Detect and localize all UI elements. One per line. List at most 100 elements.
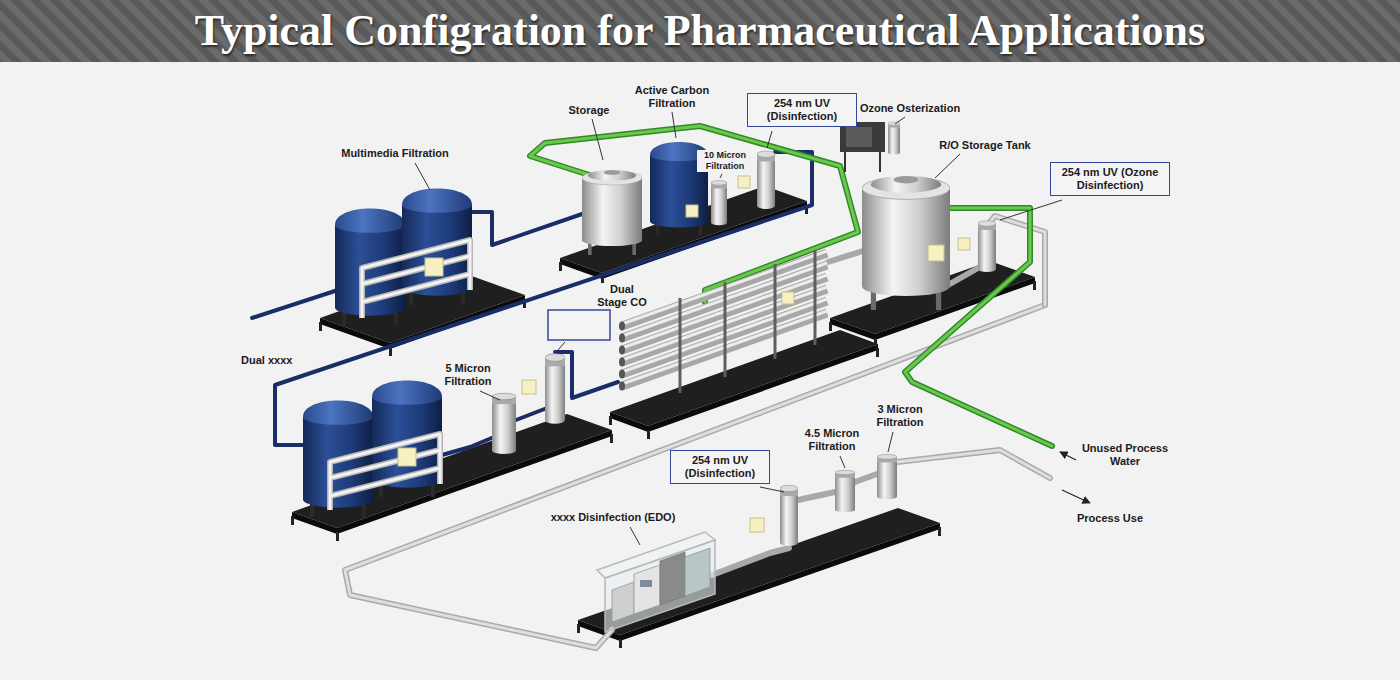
- ro-membrane-rack: [679, 298, 682, 393]
- part-label: 3 Micron Filtration: [868, 403, 932, 429]
- label-holder: Process Use: [1076, 512, 1144, 525]
- callout-box: 254 nm UV (Disinfection): [670, 450, 770, 484]
- ozone-generator: [840, 122, 900, 172]
- process-pipe: [345, 305, 1045, 648]
- callout-text: 254 nm UV (Ozone Disinfection): [1056, 166, 1164, 192]
- leader-line: [888, 432, 893, 452]
- equipment-skid: [876, 348, 879, 357]
- leader-line: [720, 174, 722, 178]
- part-label: 5 Micron Filtration: [436, 362, 500, 388]
- filter-cartridge: [835, 470, 855, 512]
- part-label: Dual Stage CO: [595, 283, 649, 309]
- label-holder: 3 Micron Filtration: [868, 403, 932, 429]
- filter-cartridge: [492, 151, 996, 546]
- ozone-generator: [888, 122, 900, 155]
- edo-cabinet: [597, 532, 715, 632]
- label-holder: xxxx Disinfection (EDO): [550, 511, 677, 524]
- filter-cartridge: [711, 180, 727, 225]
- equipment-skid: [291, 516, 294, 525]
- equipment-skid: [829, 322, 832, 331]
- leader-line: [558, 342, 565, 350]
- title-banner: [0, 0, 1400, 62]
- hand-rail: [330, 434, 440, 510]
- ro-membrane-rack: [619, 250, 827, 393]
- equipment-skid: [578, 508, 940, 635]
- label-holder: Multimedia Filtration: [340, 147, 450, 160]
- equipment-skid: [1033, 281, 1036, 290]
- process-pipe: [828, 250, 866, 262]
- equipment-skid: [609, 416, 612, 425]
- leader-line: [935, 154, 960, 178]
- control-panel: [782, 292, 794, 304]
- flow-arrow: [1060, 452, 1076, 460]
- label-holder: 10 Micron Filtration: [697, 150, 753, 172]
- leader-line: [592, 119, 603, 160]
- label-holder: Dual xxxx: [240, 354, 293, 367]
- part-label: 10 Micron Filtration: [697, 150, 753, 172]
- title-banner: [0, 0, 1400, 62]
- control-panel: [522, 380, 536, 394]
- equipment-skid: [319, 322, 322, 331]
- control-panel: [738, 176, 750, 188]
- part-label: xxxx Disinfection (EDO): [550, 511, 677, 524]
- edo-cabinet: [685, 548, 710, 596]
- equipment-skid: [874, 338, 877, 347]
- control-panel: [398, 176, 970, 532]
- callout-box: [548, 310, 610, 340]
- equipment-skid: [577, 624, 580, 633]
- leader-line: [767, 131, 772, 148]
- filter-cartridge: [780, 485, 798, 546]
- ro-membrane-rack: [619, 358, 625, 367]
- equipment-skid: [647, 430, 650, 439]
- label-holder: Dual Stage CO: [595, 283, 649, 309]
- hand-rail: [362, 240, 470, 318]
- equipment-skid: [938, 527, 941, 536]
- control-panel: [425, 258, 443, 276]
- ro-membrane-rack: [619, 334, 625, 343]
- part-label: Dual xxxx: [240, 354, 293, 367]
- control-panel: [958, 238, 970, 250]
- title-holder: Typical Configration for Pharmaceutical …: [0, 0, 1400, 62]
- process-pipe: [252, 290, 338, 318]
- part-label: Storage: [568, 104, 611, 117]
- edo-cabinet: [660, 552, 685, 605]
- process-pipe: [472, 212, 585, 245]
- process-pipe: [516, 408, 547, 420]
- equipment-skid: [336, 532, 339, 541]
- storage-tank: [862, 176, 950, 310]
- label-holder: Ozone Osterization: [859, 102, 961, 115]
- ozone-generator: [846, 127, 872, 147]
- title-text: Typical Configration for Pharmaceutical …: [0, 0, 1400, 62]
- leader-line: [480, 391, 500, 400]
- callout-text: 254 nm UV (Disinfection): [753, 97, 851, 123]
- callout-box: [548, 310, 610, 340]
- callout-text: 254 nm UV (Disinfection): [676, 454, 764, 480]
- leader-line: [415, 163, 430, 190]
- ro-membrane-rack: [619, 346, 625, 355]
- process-pipe: [897, 450, 1050, 478]
- control-panel: [686, 205, 698, 217]
- leader-line: [672, 112, 676, 138]
- filter-cartridge: [492, 393, 516, 454]
- equipment-skid: [559, 262, 562, 271]
- filter-cartridge: [978, 221, 996, 272]
- ozone-generator: [879, 150, 881, 172]
- edo-cabinet: [634, 565, 660, 614]
- storage-tank: [303, 142, 950, 517]
- label-holder: Storage: [568, 104, 611, 117]
- part-label: Active Carbon Filtration: [626, 84, 718, 110]
- process-pipe: [442, 437, 494, 455]
- ro-membrane-rack: [619, 322, 625, 331]
- part-label: Ozone Osterization: [859, 102, 961, 115]
- hand-rail: [362, 240, 470, 318]
- label-holder: 4.5 Micron Filtration: [796, 427, 868, 453]
- equipment-skid: [610, 434, 613, 443]
- leader-line: [760, 487, 784, 492]
- equipment-skid: [619, 639, 622, 648]
- process-pipe: [798, 492, 835, 500]
- process-pipe: [948, 268, 978, 285]
- part-label: Multimedia Filtration: [340, 147, 450, 160]
- ozone-generator: [844, 150, 846, 172]
- ro-membrane-rack: [619, 370, 625, 379]
